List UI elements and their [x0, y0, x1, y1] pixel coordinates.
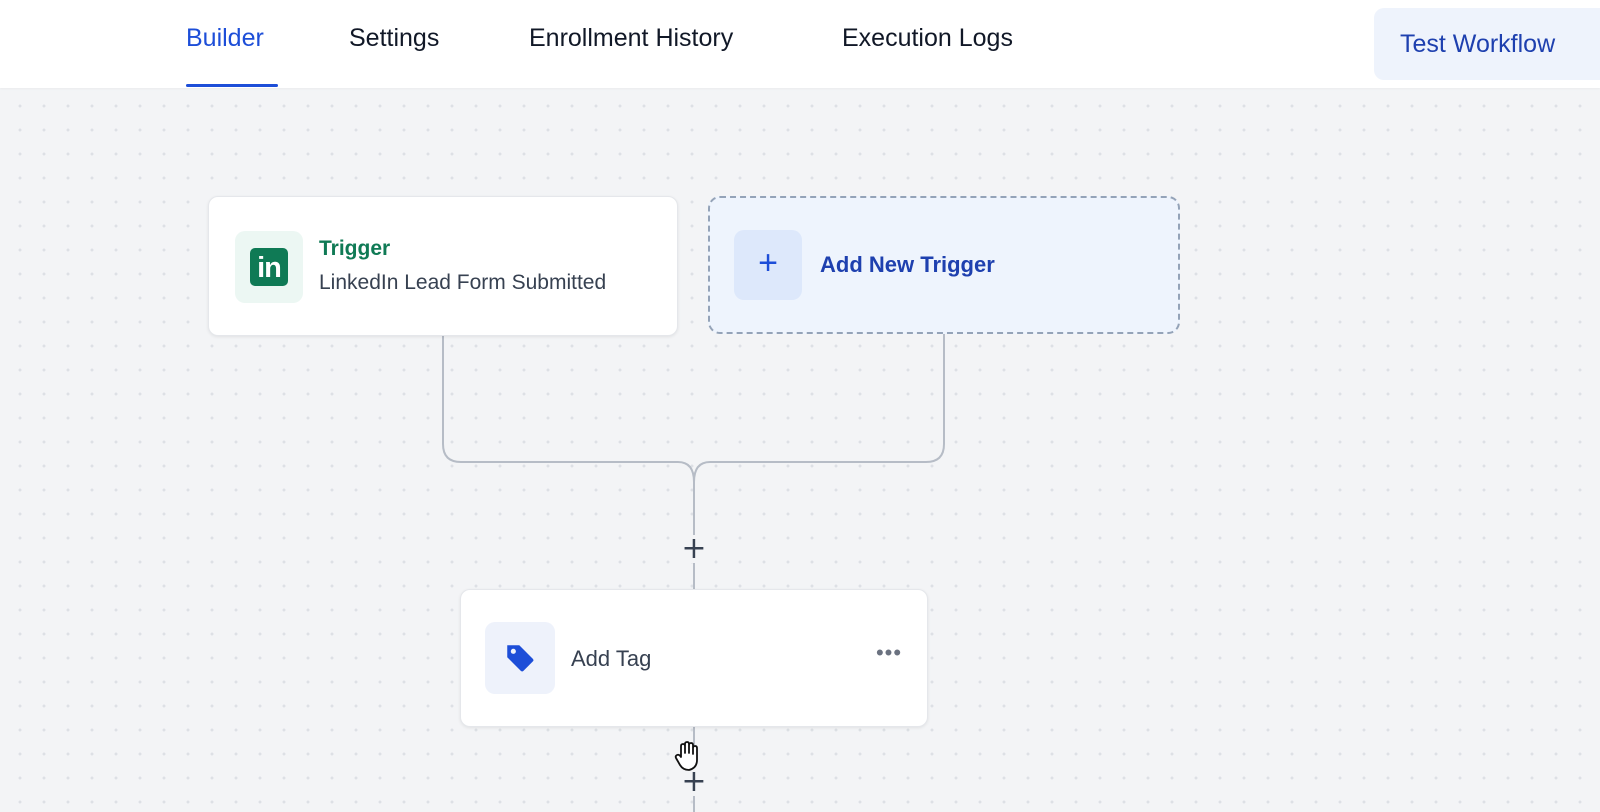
tab-execution-logs[interactable]: Execution Logs	[842, 24, 1013, 52]
trigger-node[interactable]: in Trigger LinkedIn Lead Form Submitted	[208, 196, 678, 336]
top-navigation: Builder Settings Enrollment History Exec…	[0, 0, 1600, 88]
tab-settings[interactable]: Settings	[349, 24, 440, 52]
add-step-button[interactable]: +	[680, 531, 708, 566]
test-workflow-button[interactable]: Test Workflow	[1374, 8, 1600, 80]
more-options-icon[interactable]: •••	[875, 640, 903, 665]
linkedin-icon-container: in	[235, 231, 303, 303]
action-node-add-tag[interactable]: Add Tag •••	[460, 589, 928, 727]
add-new-trigger-button[interactable]: + Add New Trigger	[708, 196, 1180, 334]
linkedin-icon: in	[250, 248, 288, 286]
add-step-button-bottom[interactable]: +	[680, 764, 708, 799]
add-trigger-connector-line	[693, 334, 945, 483]
plus-icon: +	[734, 230, 802, 300]
trigger-description: LinkedIn Lead Form Submitted	[319, 271, 607, 294]
trigger-connector-line	[442, 336, 695, 500]
hand-cursor-icon	[674, 741, 698, 771]
action-label: Add Tag	[571, 646, 652, 671]
tab-enrollment-history[interactable]: Enrollment History	[529, 24, 734, 52]
tag-icon-container	[485, 622, 555, 694]
tab-builder[interactable]: Builder	[186, 24, 264, 52]
add-new-trigger-label: Add New Trigger	[820, 252, 995, 277]
tag-icon	[507, 645, 534, 672]
active-tab-indicator	[186, 84, 278, 87]
trigger-label: Trigger	[319, 237, 391, 260]
